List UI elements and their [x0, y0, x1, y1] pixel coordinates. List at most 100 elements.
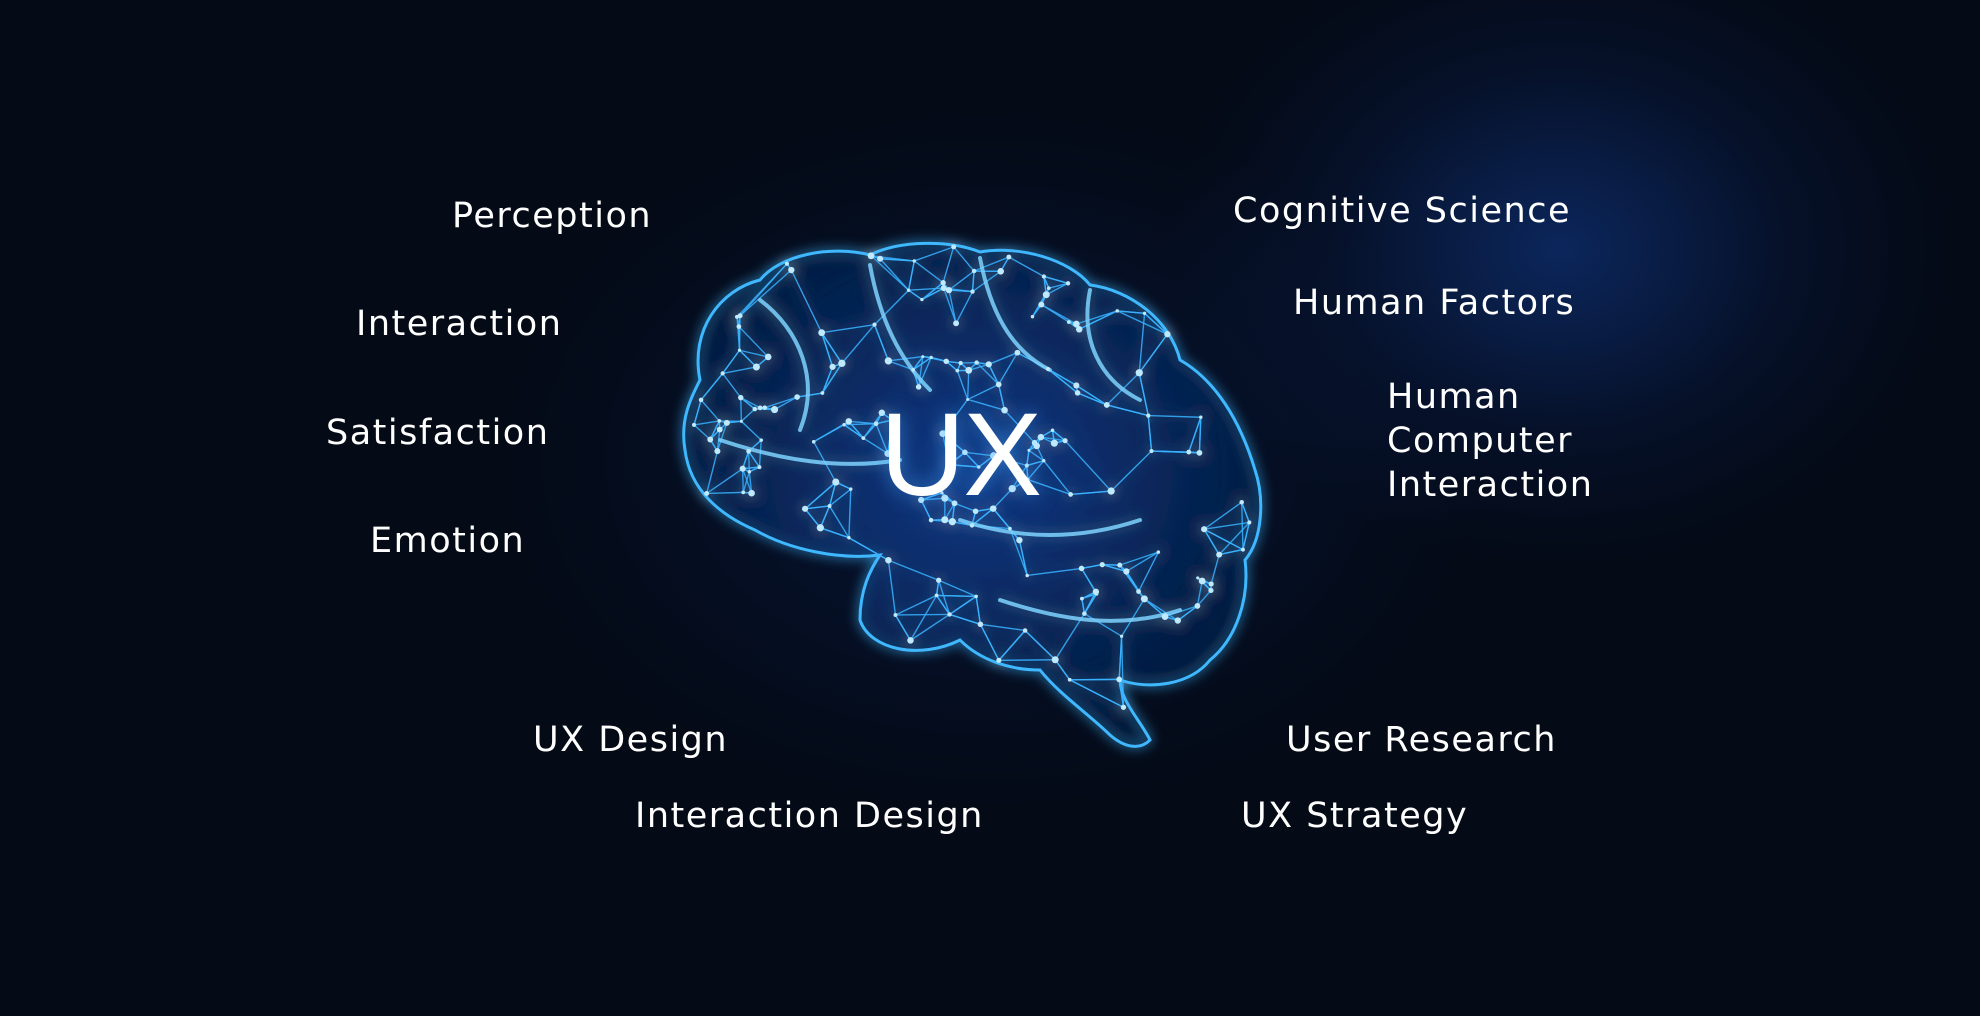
brain-mesh-line	[973, 256, 1010, 272]
brain-mesh-node	[757, 465, 762, 470]
brain-mesh-line	[1102, 563, 1127, 573]
brain-mesh-line	[764, 396, 798, 409]
term-satisfaction: Satisfaction	[326, 413, 550, 453]
brain-mesh-node	[1196, 449, 1203, 456]
brain-mesh-line	[741, 468, 744, 493]
brain-mesh-node	[747, 469, 752, 474]
brain-mesh-node	[723, 419, 730, 426]
brain-mesh-node	[884, 450, 892, 458]
brain-mesh-node	[1199, 415, 1203, 419]
brain-mesh-node	[801, 505, 809, 512]
brain-mesh-node	[958, 360, 963, 366]
brain-mesh-line	[921, 287, 945, 301]
brain-mesh-line	[1077, 392, 1108, 406]
term-hci-line1: Human	[1387, 377, 1521, 417]
brain-mesh-line	[948, 270, 975, 291]
brain-mesh-line	[992, 508, 1020, 541]
brain-mesh-line	[722, 372, 742, 399]
brain-mesh-line	[736, 263, 788, 318]
brain-mesh-line	[1084, 613, 1122, 637]
brain-mesh-node	[764, 353, 772, 361]
brain-mesh-line	[1137, 551, 1159, 592]
brain-mesh-line	[1196, 589, 1212, 607]
brain-mesh-line	[1076, 310, 1118, 325]
brain-mesh-line	[1081, 563, 1103, 570]
brain-mesh-line	[1241, 502, 1244, 550]
brain-mesh-line	[1070, 490, 1112, 496]
brain-mesh-line	[1242, 522, 1251, 550]
brain-mesh-line	[887, 560, 897, 616]
brain-mesh-node	[771, 405, 779, 414]
brain-mesh-line	[942, 399, 969, 435]
brain-mesh-node	[907, 637, 914, 644]
brain-mesh-node	[829, 363, 836, 370]
brain-mesh-line	[722, 366, 757, 375]
brain-mesh-node	[762, 405, 768, 410]
brain-mesh-line	[742, 471, 751, 493]
brain-mesh-node	[945, 461, 953, 468]
brain-mesh-node	[748, 489, 755, 497]
brain-fold	[868, 263, 932, 392]
brain-mesh-node	[934, 593, 939, 598]
brain-mesh-node	[704, 491, 710, 496]
brain-mesh-line	[736, 316, 741, 351]
brain-mesh-line	[740, 397, 761, 409]
brain-mesh-line	[971, 508, 994, 526]
brain-mesh-node	[1216, 551, 1223, 558]
brain-mesh-node	[1194, 603, 1201, 609]
brain-mesh-node	[1247, 520, 1252, 525]
brain-mesh-line	[821, 332, 843, 364]
brain-mesh-line	[705, 450, 719, 494]
brain-mesh-node	[936, 577, 942, 583]
brain-mesh-line	[1210, 554, 1220, 585]
brain-mesh-line	[848, 489, 852, 538]
brain-mesh-line	[821, 366, 834, 394]
brain-mesh-node	[873, 421, 879, 427]
brain-mesh-node	[990, 452, 998, 460]
term-hci-line3: Interaction	[1387, 465, 1594, 505]
brain-mesh-line	[955, 291, 974, 324]
brain-mesh-node	[1051, 656, 1059, 664]
brain-mesh-line	[1043, 460, 1072, 495]
brain-mesh-node	[1050, 439, 1058, 447]
brain-mesh-node	[972, 508, 979, 515]
brain-fold	[958, 518, 1142, 537]
brain-mesh-node	[872, 322, 877, 327]
brain-mesh-node	[1078, 565, 1085, 572]
brain-mesh-line	[1138, 372, 1149, 416]
brain-mesh-line	[912, 356, 932, 371]
brain-mesh-line	[1121, 598, 1145, 637]
brain-mesh-node	[965, 366, 973, 374]
brain-mesh-node	[940, 280, 946, 286]
brain-mesh-node	[962, 449, 968, 456]
brain-mesh-line	[1008, 256, 1045, 278]
brain-mesh-line	[1027, 567, 1082, 577]
brain-mesh-line	[888, 559, 939, 581]
brain-mesh-line	[739, 349, 769, 358]
brain-mesh-node	[832, 478, 840, 486]
brain-mesh-line	[1045, 282, 1069, 296]
brain-mesh-node	[1008, 484, 1016, 493]
brain-mesh-line	[1069, 679, 1124, 708]
brain-mesh-line	[875, 423, 889, 454]
brain-mesh-line	[1203, 501, 1243, 530]
brain-mesh-line	[1119, 551, 1159, 566]
brain-mesh-node	[788, 266, 795, 274]
brain-mesh-node	[977, 465, 981, 469]
brain-mesh-line	[873, 324, 890, 362]
brain-mesh-node	[1146, 413, 1151, 418]
brain-mesh-line	[894, 614, 912, 641]
brain-mesh-line	[914, 246, 954, 262]
brain-mesh-line	[848, 420, 864, 439]
brain-mesh-line	[942, 433, 950, 465]
brain-mesh-node	[1196, 576, 1200, 580]
brain-mesh-node	[997, 268, 1005, 275]
brain-mesh-node	[1030, 314, 1035, 319]
brain-mesh-line	[949, 613, 981, 625]
brain-mesh-line	[1203, 528, 1220, 555]
brain-mesh-line	[716, 422, 728, 452]
brain-mesh-line	[921, 497, 945, 501]
term-user-research: User Research	[1286, 720, 1557, 760]
brain-mesh-line	[1196, 580, 1203, 607]
brain-mesh-line	[874, 289, 910, 326]
